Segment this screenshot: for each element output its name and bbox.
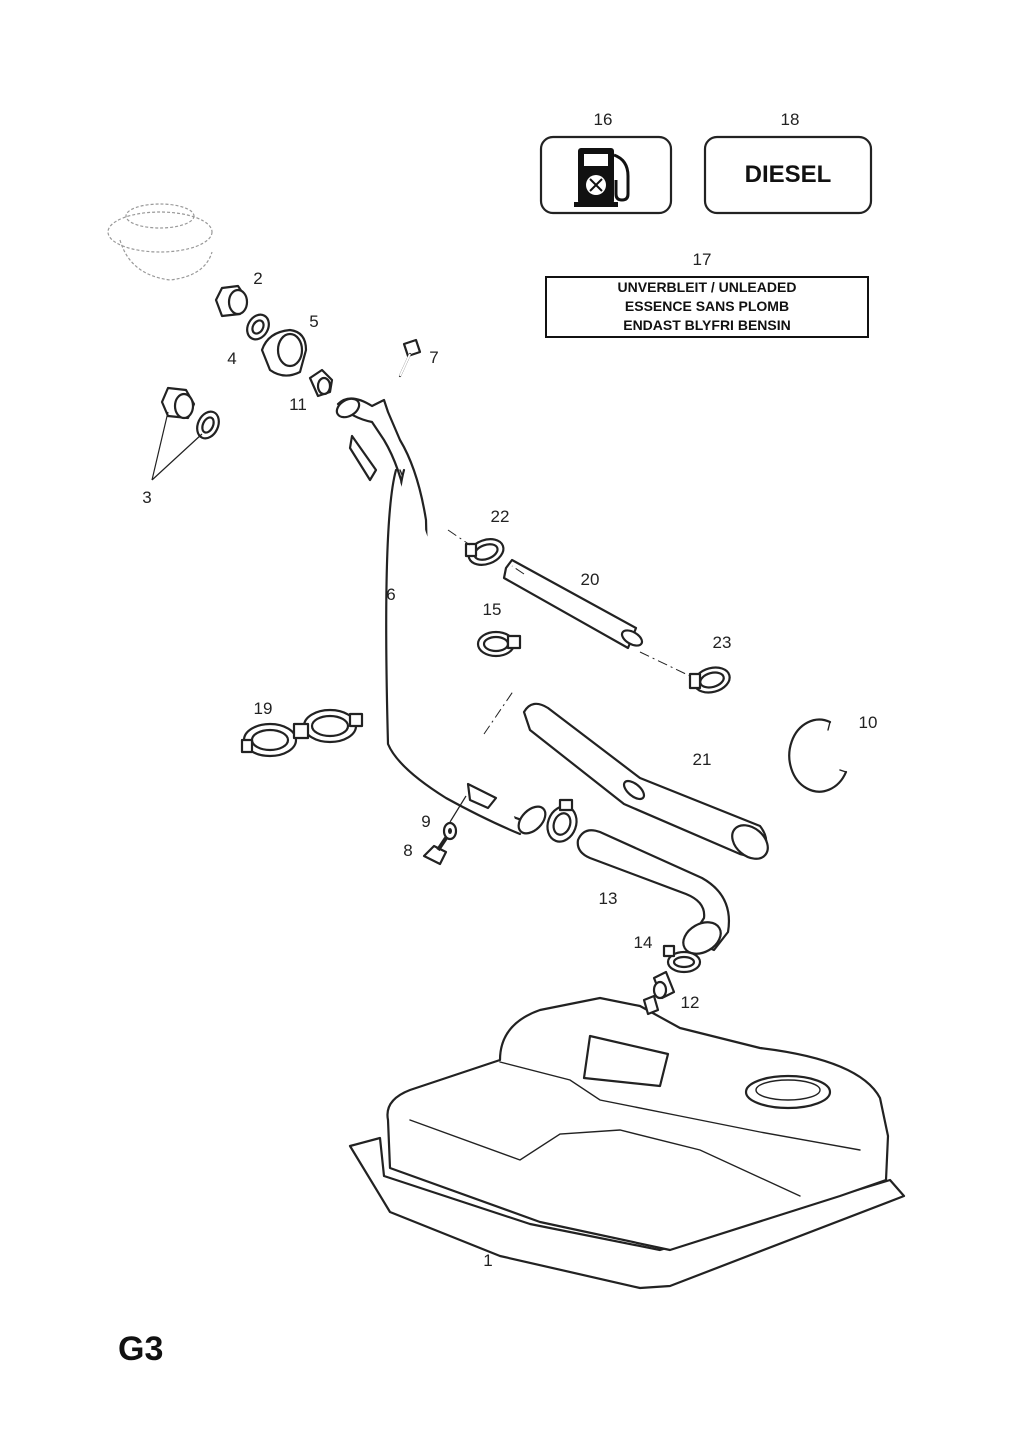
callout-14: 14	[634, 933, 653, 952]
callout-8: 8	[403, 841, 412, 860]
part-14-clamp-upper	[546, 798, 578, 843]
part-14-clamp-lower	[662, 944, 702, 974]
part-20-hose	[447, 529, 691, 677]
callout-6: 6	[386, 585, 395, 604]
callout-7: 7	[429, 348, 438, 367]
part-10-circlip	[788, 718, 848, 793]
fuel-pump-decal	[539, 135, 673, 215]
part-9-washer	[442, 795, 467, 841]
callout-18: 18	[781, 110, 800, 129]
callout-16: 16	[594, 110, 613, 129]
diesel-decal: DIESEL	[703, 135, 873, 215]
part-7-bolt	[398, 338, 422, 378]
part-6-filler-pipe	[335, 397, 547, 836]
part-23-clamp	[688, 666, 731, 694]
part-15-clamp	[476, 630, 522, 658]
part-1-fuel-tank	[348, 994, 906, 1290]
callout-13: 13	[599, 889, 618, 908]
unleaded-line-2: ESSENCE SANS PLOMB	[625, 298, 789, 314]
callout-22: 22	[491, 507, 510, 526]
callout-17: 17	[693, 250, 712, 269]
unleaded-line-3: ENDAST BLYFRI BENSIN	[623, 317, 791, 333]
unleaded-decal: UNVERBLEIT / UNLEADED ESSENCE SANS PLOMB…	[545, 276, 869, 338]
callout-2: 2	[253, 269, 262, 288]
callout-4: 4	[227, 349, 236, 368]
callout-15: 15	[483, 600, 502, 619]
callout-20: 20	[581, 570, 600, 589]
ghost-filler-cap	[107, 203, 213, 281]
callout-19: 19	[254, 699, 273, 718]
callout-9: 9	[421, 812, 430, 831]
part-3-cap-set	[151, 386, 220, 481]
callout-12: 12	[681, 993, 700, 1012]
part-5-filler-housing	[260, 328, 308, 377]
part-4-seal	[246, 313, 270, 341]
part-8-bolt	[422, 836, 448, 866]
part-2-filler-cap	[214, 284, 249, 318]
callout-10: 10	[859, 713, 878, 732]
callout-5: 5	[309, 312, 318, 331]
callout-21: 21	[693, 750, 712, 769]
part-21-vent-hose	[483, 689, 769, 860]
diesel-decal-label: DIESEL	[745, 161, 832, 188]
part-22-clamp	[464, 538, 505, 566]
callout-11: 11	[289, 395, 307, 414]
fuel-pump-icon	[574, 148, 630, 207]
part-11-valve	[308, 368, 334, 398]
callout-3: 3	[142, 488, 151, 507]
part-19-clamp-pair	[240, 708, 364, 758]
page-code-label: G3	[118, 1330, 164, 1368]
callout-1: 1	[483, 1251, 492, 1270]
callout-23: 23	[713, 633, 732, 652]
unleaded-line-1: UNVERBLEIT / UNLEADED	[618, 279, 797, 295]
part-13-hose	[576, 829, 730, 955]
part-12-grommet	[652, 970, 676, 1000]
